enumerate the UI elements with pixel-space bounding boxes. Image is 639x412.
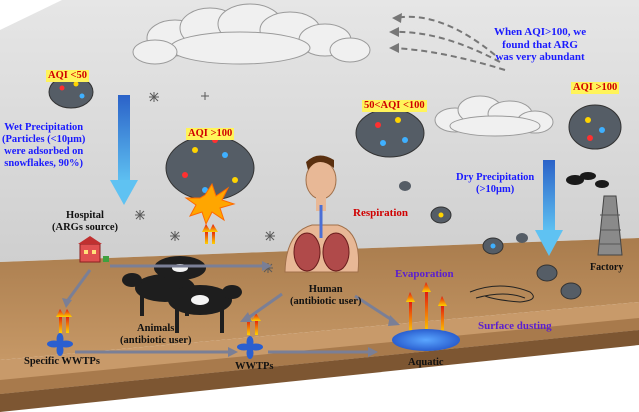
factory-label: Factory	[590, 262, 624, 273]
aquatic-label: Aquatic	[408, 357, 444, 368]
particle-cluster-icon	[48, 75, 622, 300]
smoke-icon	[566, 172, 609, 188]
hospital-title: Hospital	[66, 210, 104, 221]
aqi-tag-low: AQI <50	[46, 70, 89, 83]
wind-arrow-icon	[391, 15, 506, 71]
cloud-icon	[132, 3, 371, 65]
hospital-subtitle: (ARGs source)	[52, 222, 119, 234]
dry-precipitation-label: Dry Precipitation (>10μm)	[456, 172, 534, 196]
aqi-tag-mid-high: AQI >100	[186, 128, 235, 141]
dry-precipitation-line: Dry Precipitation	[456, 172, 535, 183]
human-title: Human	[308, 284, 343, 295]
animals-title: Animals	[137, 323, 175, 334]
arg-note-line: When AQI>100, we	[494, 26, 587, 38]
arg-abundance-note: When AQI>100, we found that ARG was very…	[494, 26, 586, 64]
dust-swirl-icon	[469, 285, 534, 303]
sky-panel	[0, 0, 639, 262]
human-subtitle: (antibiotic user)	[290, 296, 362, 308]
ground-side	[0, 330, 639, 412]
respiration-label: Respiration	[353, 207, 408, 219]
surface-dusting-label: Surface dusting	[478, 320, 552, 332]
arg-note-line: found that ARG	[502, 38, 578, 51]
explosion-icon	[184, 182, 236, 226]
factory-chimney-icon	[597, 195, 623, 256]
wet-precipitation-line: Wet Precipitation	[4, 122, 84, 133]
human-label: Human (antibiotic user)	[290, 284, 361, 308]
arg-note-line: was very abundant	[495, 51, 585, 64]
wwtp-fan-icon	[47, 333, 263, 359]
flow-arrows	[62, 261, 400, 357]
dry-precipitation-line: (>10μm)	[476, 184, 515, 196]
cloud-icon	[434, 95, 554, 137]
wet-precipitation-line: snowflakes, 90%)	[4, 158, 84, 170]
water-pond-icon	[392, 329, 460, 351]
down-arrow-icon	[110, 95, 563, 256]
evaporation-label: Evaporation	[395, 268, 454, 280]
hospital-label: Hospital (ARGs source)	[52, 210, 118, 234]
wet-precipitation-label: Wet Precipitation (Particles (<10μm) wer…	[2, 122, 85, 170]
aqi-tag-moderate: 50<AQI <100	[362, 100, 427, 113]
hospital-icon	[78, 236, 109, 263]
snowflake-icon	[135, 92, 275, 273]
specific-wwtps-label: Specific WWTPs	[24, 356, 100, 367]
wwtps-label: WWTPs	[235, 361, 274, 372]
wet-precipitation-line: (Particles (<10μm)	[2, 134, 86, 146]
animals-subtitle: (antibiotic user)	[120, 335, 192, 347]
wet-precipitation-line: were adsorbed on	[4, 146, 84, 158]
aqi-tag-high: AQI >100	[571, 82, 620, 95]
animals-label: Animals (antibiotic user)	[120, 323, 191, 347]
human-lungs-icon	[284, 155, 360, 273]
